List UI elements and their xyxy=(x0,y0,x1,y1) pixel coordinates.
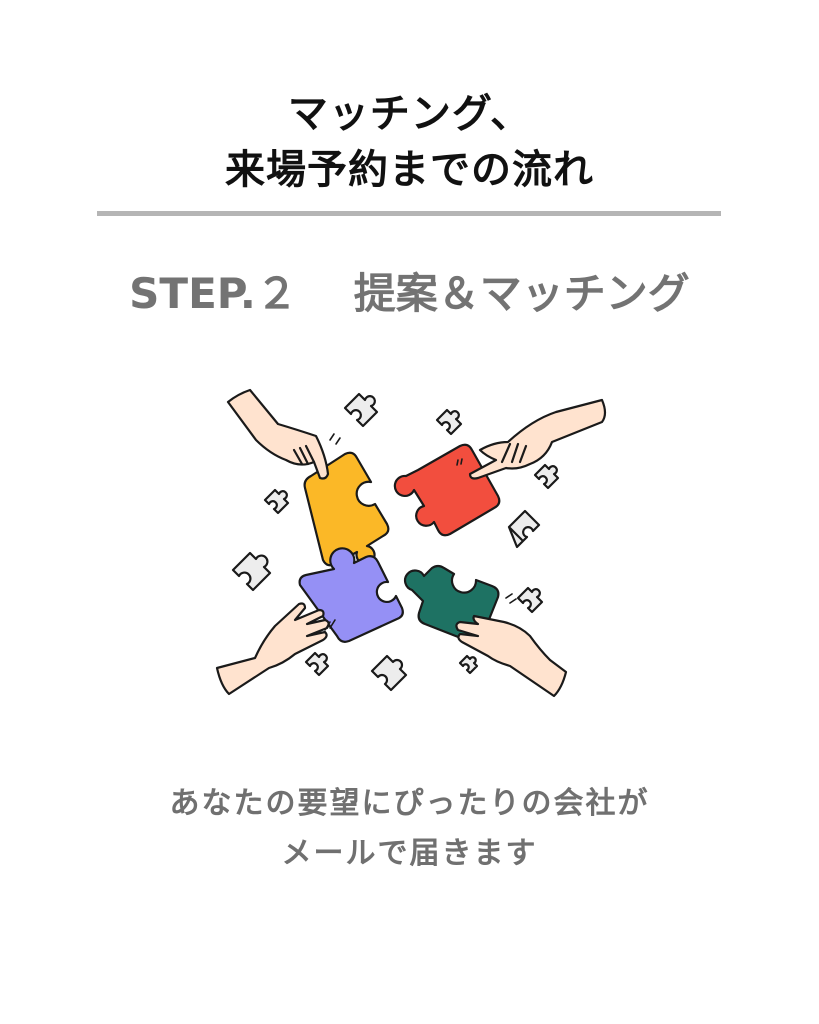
red-puzzle-piece xyxy=(393,443,501,537)
divider xyxy=(97,211,721,216)
small-puzzle-piece-icon xyxy=(343,392,379,428)
small-puzzle-piece-icon xyxy=(231,551,272,592)
hand-top-left xyxy=(226,388,341,480)
hand-top-right xyxy=(456,398,607,480)
small-puzzle-piece-icon xyxy=(533,463,560,490)
small-puzzle-piece-icon xyxy=(458,654,479,675)
page-title-line-1: マッチング、 xyxy=(287,91,532,137)
small-puzzle-piece-icon xyxy=(263,488,290,515)
purple-puzzle-piece xyxy=(298,547,404,643)
puzzle-hands-illustration xyxy=(215,388,607,698)
step-number: STEP.２ xyxy=(129,269,298,318)
page-title-line-2: 来場予約までの流れ xyxy=(225,147,594,193)
description-line-1: あなたの要望にぴったりの会社が xyxy=(169,786,650,821)
small-puzzle-piece-icon xyxy=(516,586,544,614)
small-puzzle-piece-icon xyxy=(507,509,541,549)
small-puzzle-piece-icon xyxy=(304,651,330,677)
description-line-2: メールで届きます xyxy=(281,836,538,871)
hand-bottom-left xyxy=(215,602,336,696)
step-title: 提案＆マッチング xyxy=(353,269,690,318)
hand-bottom-right xyxy=(455,593,568,698)
step-heading: STEP.２ 提案＆マッチング xyxy=(0,266,819,322)
yellow-puzzle-piece xyxy=(303,451,390,567)
page-title: マッチング、 来場予約までの流れ xyxy=(0,86,819,198)
small-puzzle-piece-icon xyxy=(370,654,408,692)
step-description: あなたの要望にぴったりの会社が メールで届きます xyxy=(0,779,819,879)
small-puzzle-piece-icon xyxy=(435,408,463,436)
